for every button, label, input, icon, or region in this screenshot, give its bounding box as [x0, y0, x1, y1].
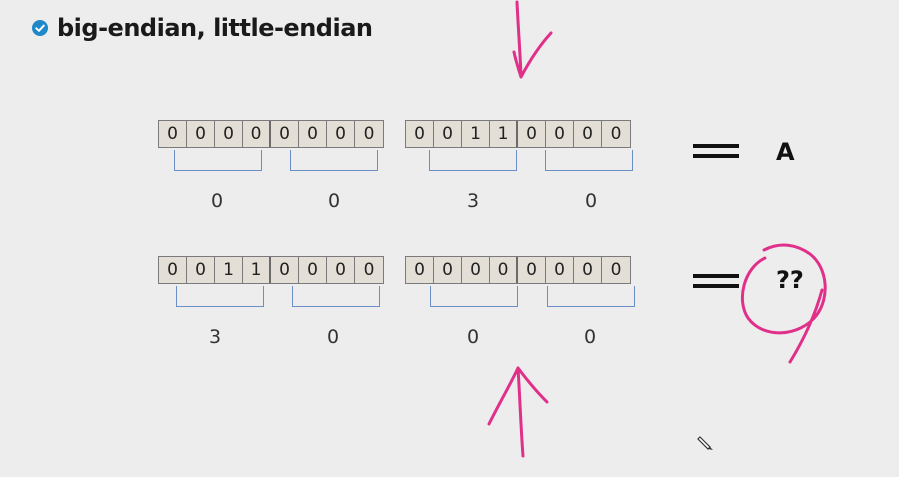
bit-cell: 0	[546, 257, 574, 283]
bit-cell: 0	[610, 260, 622, 280]
bit-cell: 0	[434, 121, 462, 147]
circle-annotation	[740, 243, 827, 364]
bit-cell: 0	[243, 121, 271, 147]
equals-sign	[693, 274, 739, 288]
title-row: big-endian, little-endian	[32, 14, 373, 42]
nibble-brackets-row-2: 3 0 0 0	[158, 282, 678, 372]
bit-cell: 0	[490, 257, 518, 283]
bit-cell: 0	[187, 257, 215, 283]
nibble-value: 3	[208, 326, 222, 348]
result-value-row-1: A	[776, 138, 795, 166]
bit-cell: 1	[462, 121, 490, 147]
bit-cell: 0	[327, 257, 355, 283]
nibble-bracket	[174, 150, 262, 171]
equals-sign	[693, 144, 739, 158]
bit-cell: 0	[518, 121, 546, 147]
nibble-value: 0	[327, 190, 341, 212]
check-circle-icon	[32, 20, 48, 36]
nibble-bracket	[176, 286, 264, 307]
nibble-value: 0	[466, 326, 480, 348]
bit-cell: 0	[327, 121, 355, 147]
byte-1-of-row-2: 0 0 1 1 0 0 0 0	[158, 256, 384, 284]
nibble-bracket	[290, 150, 378, 171]
down-arrow-icon	[512, 0, 553, 79]
nibble-value: 0	[326, 326, 340, 348]
bit-cell: 0	[187, 121, 215, 147]
bit-cell: 1	[215, 257, 243, 283]
bit-cell: 0	[159, 257, 187, 283]
bit-cell: 1	[243, 257, 271, 283]
nibble-bracket	[430, 286, 518, 307]
nibble-value: 0	[584, 190, 598, 212]
bit-cell: 0	[215, 121, 243, 147]
up-arrow-icon	[487, 366, 549, 458]
bit-cell: 0	[518, 257, 546, 283]
bit-cell: 0	[406, 121, 434, 147]
byte-2-of-row-1: 0 0 1 1 0 0 0 0	[405, 120, 631, 148]
bit-cell: 1	[490, 121, 518, 147]
result-value-row-2: ??	[776, 266, 804, 294]
nibble-bracket	[545, 150, 633, 171]
bit-cell: 0	[434, 257, 462, 283]
nibble-value: 0	[583, 326, 597, 348]
nibble-value: 3	[466, 190, 480, 212]
nibble-bracket	[547, 286, 635, 307]
byte-row-2: 0 0 1 1 0 0 0 0 0 0 0 0 0 0 0 0	[158, 256, 631, 284]
bit-cell: 0	[610, 124, 622, 144]
bit-cell: 0	[271, 257, 299, 283]
byte-row-1: 0 0 0 0 0 0 0 0 0 0 1 1 0 0 0 0	[158, 120, 631, 148]
bit-cell: 0	[363, 260, 375, 280]
nibble-brackets-row-1: 0 0 3 0	[158, 146, 678, 236]
bit-cell: 0	[299, 121, 327, 147]
byte-2-of-row-2: 0 0 0 0 0 0 0 0	[405, 256, 631, 284]
bit-cell: 0	[363, 124, 375, 144]
nibble-bracket	[429, 150, 517, 171]
bit-cell: 0	[462, 257, 490, 283]
bit-cell: 0	[271, 121, 299, 147]
bit-cell: 0	[574, 121, 602, 147]
pencil-cursor-icon	[697, 436, 713, 450]
bit-cell: 0	[299, 257, 327, 283]
bit-cell: 0	[159, 121, 187, 147]
byte-1-of-row-1: 0 0 0 0 0 0 0 0	[158, 120, 384, 148]
bit-cell: 0	[546, 121, 574, 147]
bit-cell: 0	[406, 257, 434, 283]
nibble-bracket	[292, 286, 380, 307]
bit-cell: 0	[574, 257, 602, 283]
slide-title: big-endian, little-endian	[57, 14, 373, 42]
nibble-value: 0	[210, 190, 224, 212]
